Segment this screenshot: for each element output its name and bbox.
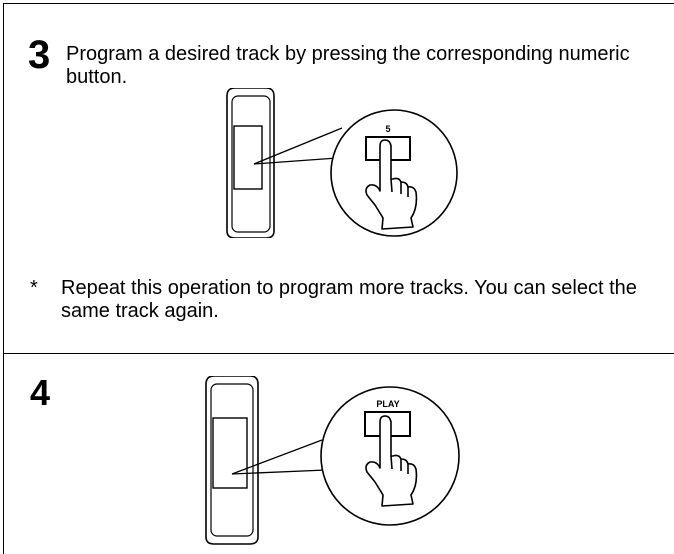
play-button-label: PLAY: [376, 399, 399, 409]
numeric-button-label: 5: [385, 124, 390, 134]
step-3-number: 3: [28, 33, 51, 77]
remote-control-icon: 5: [226, 87, 458, 239]
step-3-illustration: 5: [220, 87, 480, 239]
page-frame: [3, 3, 674, 554]
step-3-instruction: Program a desired track by pressing the …: [66, 43, 630, 88]
magnifier-circle-icon: [330, 109, 458, 237]
section-divider: [3, 353, 674, 354]
note-asterisk: *: [30, 277, 38, 299]
pressing-hand-icon: [365, 415, 418, 507]
step-4-illustration: PLAY: [200, 375, 490, 546]
step-4-number: 4: [30, 372, 51, 413]
pressing-hand-icon: [365, 139, 418, 230]
remote-control-icon: PLAY: [205, 375, 460, 545]
step-3-note: Repeat this operation to program more tr…: [61, 277, 637, 322]
